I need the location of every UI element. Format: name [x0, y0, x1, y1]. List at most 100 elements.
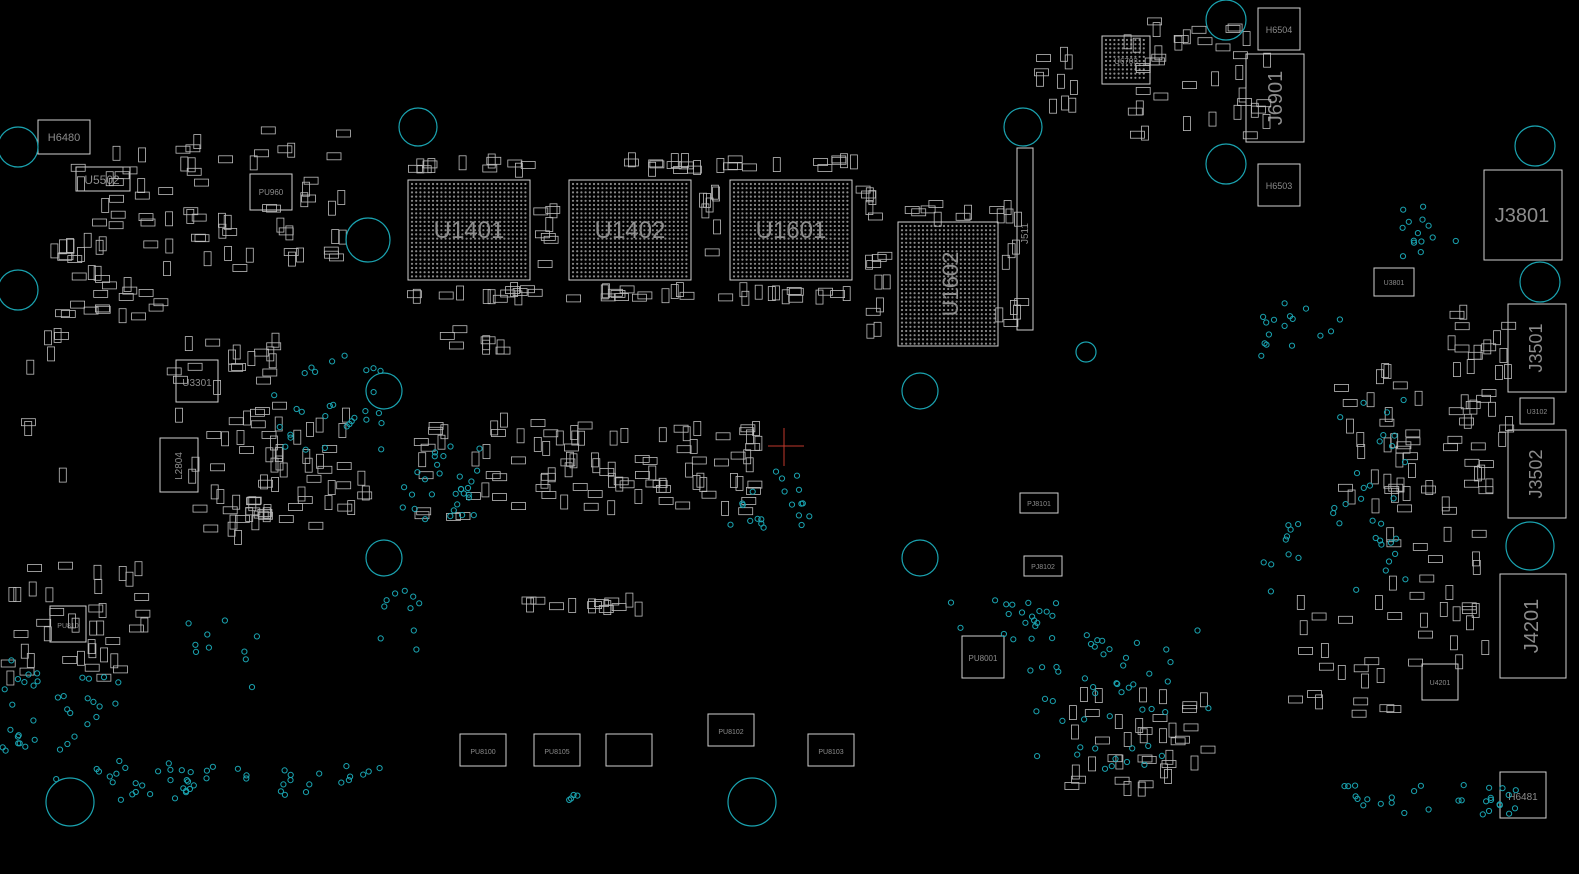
smd-component [1485, 478, 1494, 494]
smd-component [1445, 585, 1454, 600]
smd-component [739, 282, 748, 298]
via [410, 593, 417, 600]
via [1341, 783, 1348, 790]
smd-component [1481, 343, 1497, 352]
smd-component [1012, 239, 1020, 255]
smd-component [134, 561, 143, 577]
via [1353, 586, 1360, 593]
svg-text:PJ8101: PJ8101 [1027, 501, 1051, 508]
via [15, 740, 22, 747]
smd-component [414, 511, 430, 520]
smd-component [53, 327, 62, 343]
chip-pu8105[interactable]: PU8105 [533, 733, 581, 767]
smd-component [148, 303, 164, 312]
jumper-pj8101[interactable]: PJ8101 [1019, 492, 1059, 514]
chip-u3801[interactable]: U3801 [1373, 267, 1415, 297]
smd-component [490, 429, 506, 437]
smd-component [1337, 665, 1346, 680]
smd-component [1414, 390, 1423, 406]
via [1081, 716, 1088, 723]
via [30, 717, 37, 724]
via [1123, 758, 1131, 766]
connector-j511[interactable]: J511 [1016, 147, 1034, 331]
via [1265, 331, 1273, 338]
chip-pu8102[interactable]: PU8102 [707, 713, 755, 747]
via [306, 781, 313, 788]
smd-component [338, 423, 347, 438]
smd-component [599, 468, 615, 476]
smd-component [194, 178, 209, 187]
chip-u3301[interactable]: U3301 [175, 359, 219, 403]
chip-pu8x-left[interactable]: PU810 [49, 605, 87, 643]
smd-component [1408, 658, 1423, 667]
via [1336, 520, 1343, 527]
smd-component [57, 252, 73, 261]
smd-component [98, 603, 107, 618]
chip-u1601[interactable]: U1601 [729, 179, 853, 281]
chip-u6703[interactable]: U6703 [1101, 35, 1151, 85]
connector-j3801[interactable]: J3801 [1483, 169, 1563, 261]
via [1049, 698, 1056, 705]
via [1401, 809, 1408, 817]
via [1129, 745, 1136, 752]
chip-u4201[interactable]: U4201 [1421, 663, 1459, 701]
chip-pu810-mid[interactable] [605, 733, 653, 767]
smd-component [1296, 595, 1305, 610]
smd-component [642, 456, 658, 465]
chip-u5502[interactable]: U5502 [75, 166, 131, 192]
connector-j3501[interactable]: J3501 [1507, 303, 1567, 393]
via [1194, 627, 1201, 634]
via [365, 768, 372, 775]
chip-u3102[interactable]: U3102 [1519, 397, 1555, 425]
via [1025, 599, 1032, 607]
smd-component [703, 192, 711, 208]
smd-component [324, 250, 339, 259]
chip-pu960[interactable]: PU960 [249, 173, 293, 211]
chip-pu8103[interactable]: PU8103 [807, 733, 855, 767]
via [447, 443, 454, 450]
smd-component [458, 155, 467, 171]
via [806, 513, 813, 520]
smd-component [1376, 369, 1384, 385]
smd-component [1160, 763, 1168, 779]
smd-component [317, 465, 333, 474]
hole-h6504[interactable]: H6504 [1257, 7, 1301, 51]
connector-j3502[interactable]: J3502 [1507, 429, 1567, 519]
smd-component [743, 449, 752, 465]
smd-component [727, 155, 743, 164]
via [115, 679, 122, 686]
smd-component [730, 472, 738, 488]
hole-h6480[interactable]: H6480 [37, 119, 91, 155]
via [758, 520, 765, 527]
smd-component [163, 261, 171, 277]
via [302, 789, 310, 796]
hole-h6503[interactable]: H6503 [1257, 163, 1301, 207]
smd-component [287, 142, 296, 158]
chip-u1602[interactable]: U1602 [897, 221, 999, 347]
smd-component [740, 424, 756, 433]
via [351, 414, 358, 421]
smd-component [216, 489, 225, 505]
smd-component [1459, 417, 1474, 426]
via [1074, 751, 1081, 758]
chip-pu8001[interactable]: PU8001 [961, 635, 1005, 679]
chip-u1401[interactable]: U1401 [407, 179, 531, 281]
jumper-pj8102[interactable]: PJ8102 [1023, 555, 1063, 577]
chip-u1402[interactable]: U1402 [568, 179, 692, 281]
via [1028, 635, 1035, 642]
smd-component [300, 192, 309, 208]
chip-pu8100[interactable]: PU8100 [459, 733, 507, 767]
smd-component [1505, 416, 1513, 431]
smd-component [186, 167, 202, 176]
via [1162, 709, 1169, 716]
smd-component [572, 482, 588, 491]
smd-component [118, 308, 127, 324]
inductor-l2804[interactable]: L2804 [159, 437, 199, 493]
hole-h6481[interactable]: H6481 [1499, 771, 1547, 819]
smd-component [1357, 444, 1366, 459]
smd-component [1471, 529, 1487, 538]
connector-j4201[interactable]: J4201 [1499, 573, 1567, 679]
svg-text:PU8105: PU8105 [544, 749, 569, 756]
smd-component [587, 489, 603, 498]
